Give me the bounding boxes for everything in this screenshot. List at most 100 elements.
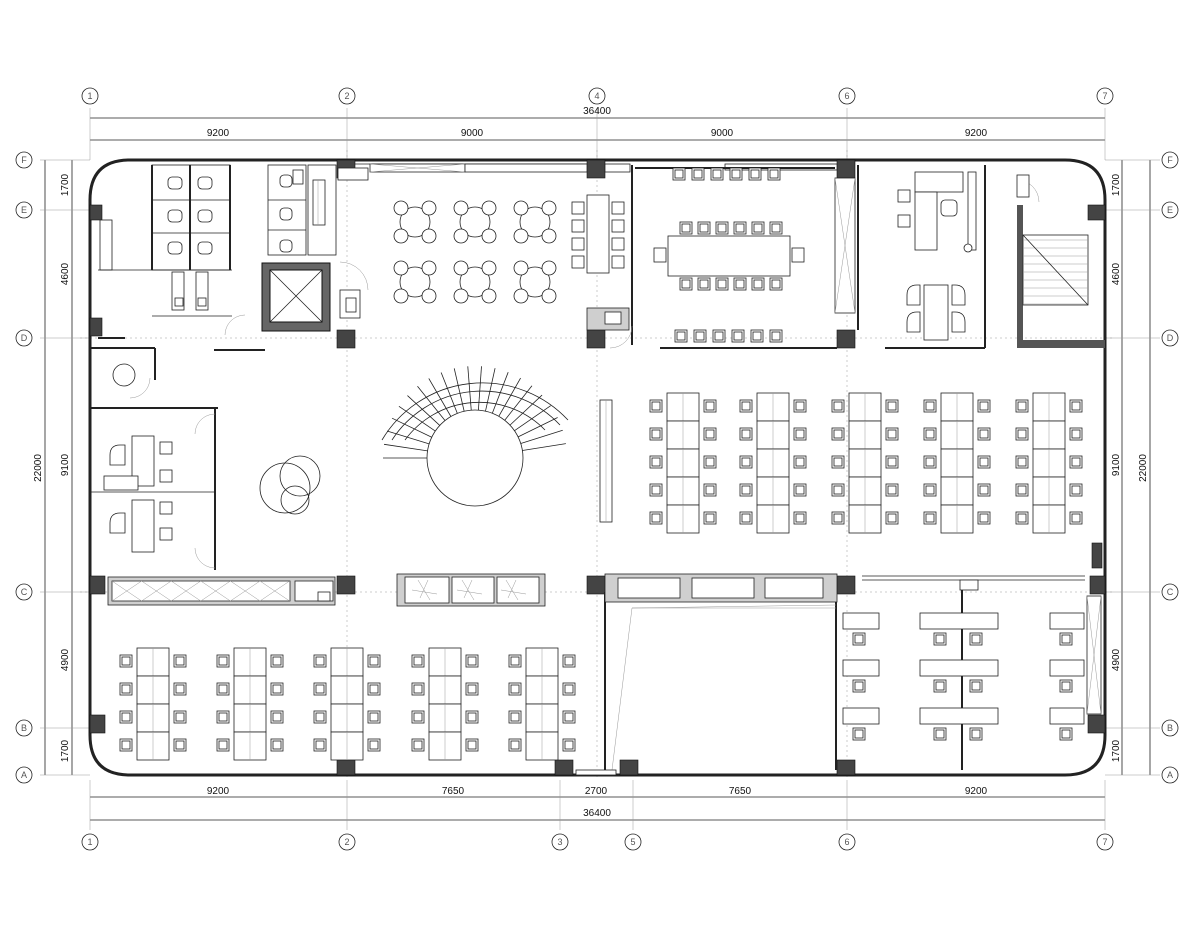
chair-seat: [753, 223, 763, 233]
chair-seat: [121, 740, 131, 750]
spiral-tread: [453, 368, 465, 412]
chair-seat: [887, 401, 897, 411]
chair-seat: [771, 331, 781, 341]
chair-seat: [1061, 681, 1071, 691]
axis-marker-bottom-5: 5: [630, 837, 635, 847]
dim-right-span-4: 4900: [1111, 648, 1122, 671]
dim-bottom-span-3: 2700: [585, 786, 608, 797]
chair-seat: [935, 634, 945, 644]
dim-bottom-span-1: 9200: [207, 786, 230, 797]
chair-seat: [769, 169, 779, 179]
executive-office: [857, 165, 986, 349]
axis-marker-left-B: B: [21, 723, 27, 733]
dim-bottom-overall: 36400: [583, 808, 611, 819]
chair-seat: [218, 684, 228, 694]
spiral-tread: [522, 443, 566, 451]
dim-right-span-3: 9100: [1111, 453, 1122, 476]
axis-marker-bottom-6: 6: [844, 837, 849, 847]
chair-seat: [699, 223, 709, 233]
top-axis-markers: 1 2 4 6 7: [81, 87, 1114, 105]
spiral-tread: [440, 372, 458, 414]
axis-marker-bottom-1: 1: [87, 837, 92, 847]
work-desk: [842, 612, 880, 630]
chair-seat: [413, 712, 423, 722]
chair-seat: [218, 740, 228, 750]
chair-seat: [925, 457, 935, 467]
chair-seat: [1061, 634, 1071, 644]
work-desk: [1049, 707, 1085, 725]
chair-seat: [510, 740, 520, 750]
restroom-block: [98, 164, 307, 351]
chair-seat: [218, 712, 228, 722]
left-office: [90, 347, 218, 570]
spiral-tread: [514, 405, 551, 432]
chair-seat: [833, 485, 843, 495]
work-desk: [919, 659, 999, 677]
cabinet-hatch: [111, 580, 142, 602]
round-chair: [393, 200, 409, 216]
round-chair: [453, 260, 469, 276]
dim-left-span-1: 1700: [60, 173, 71, 196]
work-desk: [1049, 659, 1085, 677]
spiral-tread: [491, 372, 509, 414]
round-chair: [453, 288, 469, 304]
axis-marker-left-F: F: [21, 155, 27, 165]
chair-seat: [651, 457, 661, 467]
round-chair: [513, 200, 529, 216]
spiral-tread: [386, 430, 430, 445]
chair-seat: [1071, 485, 1081, 495]
round-chair: [453, 228, 469, 244]
chair-seat: [651, 401, 661, 411]
elevator: [261, 261, 369, 332]
round-chair: [541, 200, 557, 216]
chair-seat: [510, 656, 520, 666]
chair-seat: [833, 401, 843, 411]
chair-seat: [935, 729, 945, 739]
chair-seat: [413, 656, 423, 666]
chair-seat: [795, 429, 805, 439]
dim-left-overall: 22000: [33, 454, 44, 482]
axis-marker-top-1: 1: [87, 91, 92, 101]
chair-seat: [651, 513, 661, 523]
round-chair: [393, 288, 409, 304]
chair-seat: [315, 656, 325, 666]
lounge-round-seating: [259, 455, 321, 515]
chair-seat: [699, 279, 709, 289]
chair-seat: [121, 712, 131, 722]
round-chair: [453, 200, 469, 216]
conference-room: [635, 167, 856, 349]
chair-seat: [1071, 513, 1081, 523]
spiral-tread: [509, 394, 543, 426]
planter-boxes: [396, 573, 546, 607]
chair-seat: [771, 223, 781, 233]
chair-seat: [741, 457, 751, 467]
axis-marker-left-D: D: [21, 333, 28, 343]
axis-marker-bottom-3: 3: [557, 837, 562, 847]
chair-seat: [971, 681, 981, 691]
round-chair: [513, 288, 529, 304]
axis-marker-left-E: E: [21, 205, 27, 215]
chair-seat: [887, 485, 897, 495]
chair-seat: [935, 681, 945, 691]
chair-seat: [510, 684, 520, 694]
work-desk: [919, 707, 999, 725]
round-table: [399, 266, 431, 298]
chair-seat: [925, 485, 935, 495]
chair-seat: [833, 429, 843, 439]
open-office-desks-upper: [649, 392, 1083, 534]
chair-seat: [681, 279, 691, 289]
chair-seat: [272, 656, 282, 666]
spiral-tread: [498, 377, 521, 417]
chair-seat: [510, 712, 520, 722]
chair-seat: [741, 401, 751, 411]
open-office-desks-lower: [119, 647, 576, 761]
round-chair: [393, 260, 409, 276]
chair-seat: [467, 740, 477, 750]
work-desk: [919, 612, 999, 630]
chair-seat: [741, 429, 751, 439]
round-chair: [541, 288, 557, 304]
chair-seat: [714, 331, 724, 341]
chair-seat: [979, 485, 989, 495]
axis-marker-top-6: 6: [844, 91, 849, 101]
